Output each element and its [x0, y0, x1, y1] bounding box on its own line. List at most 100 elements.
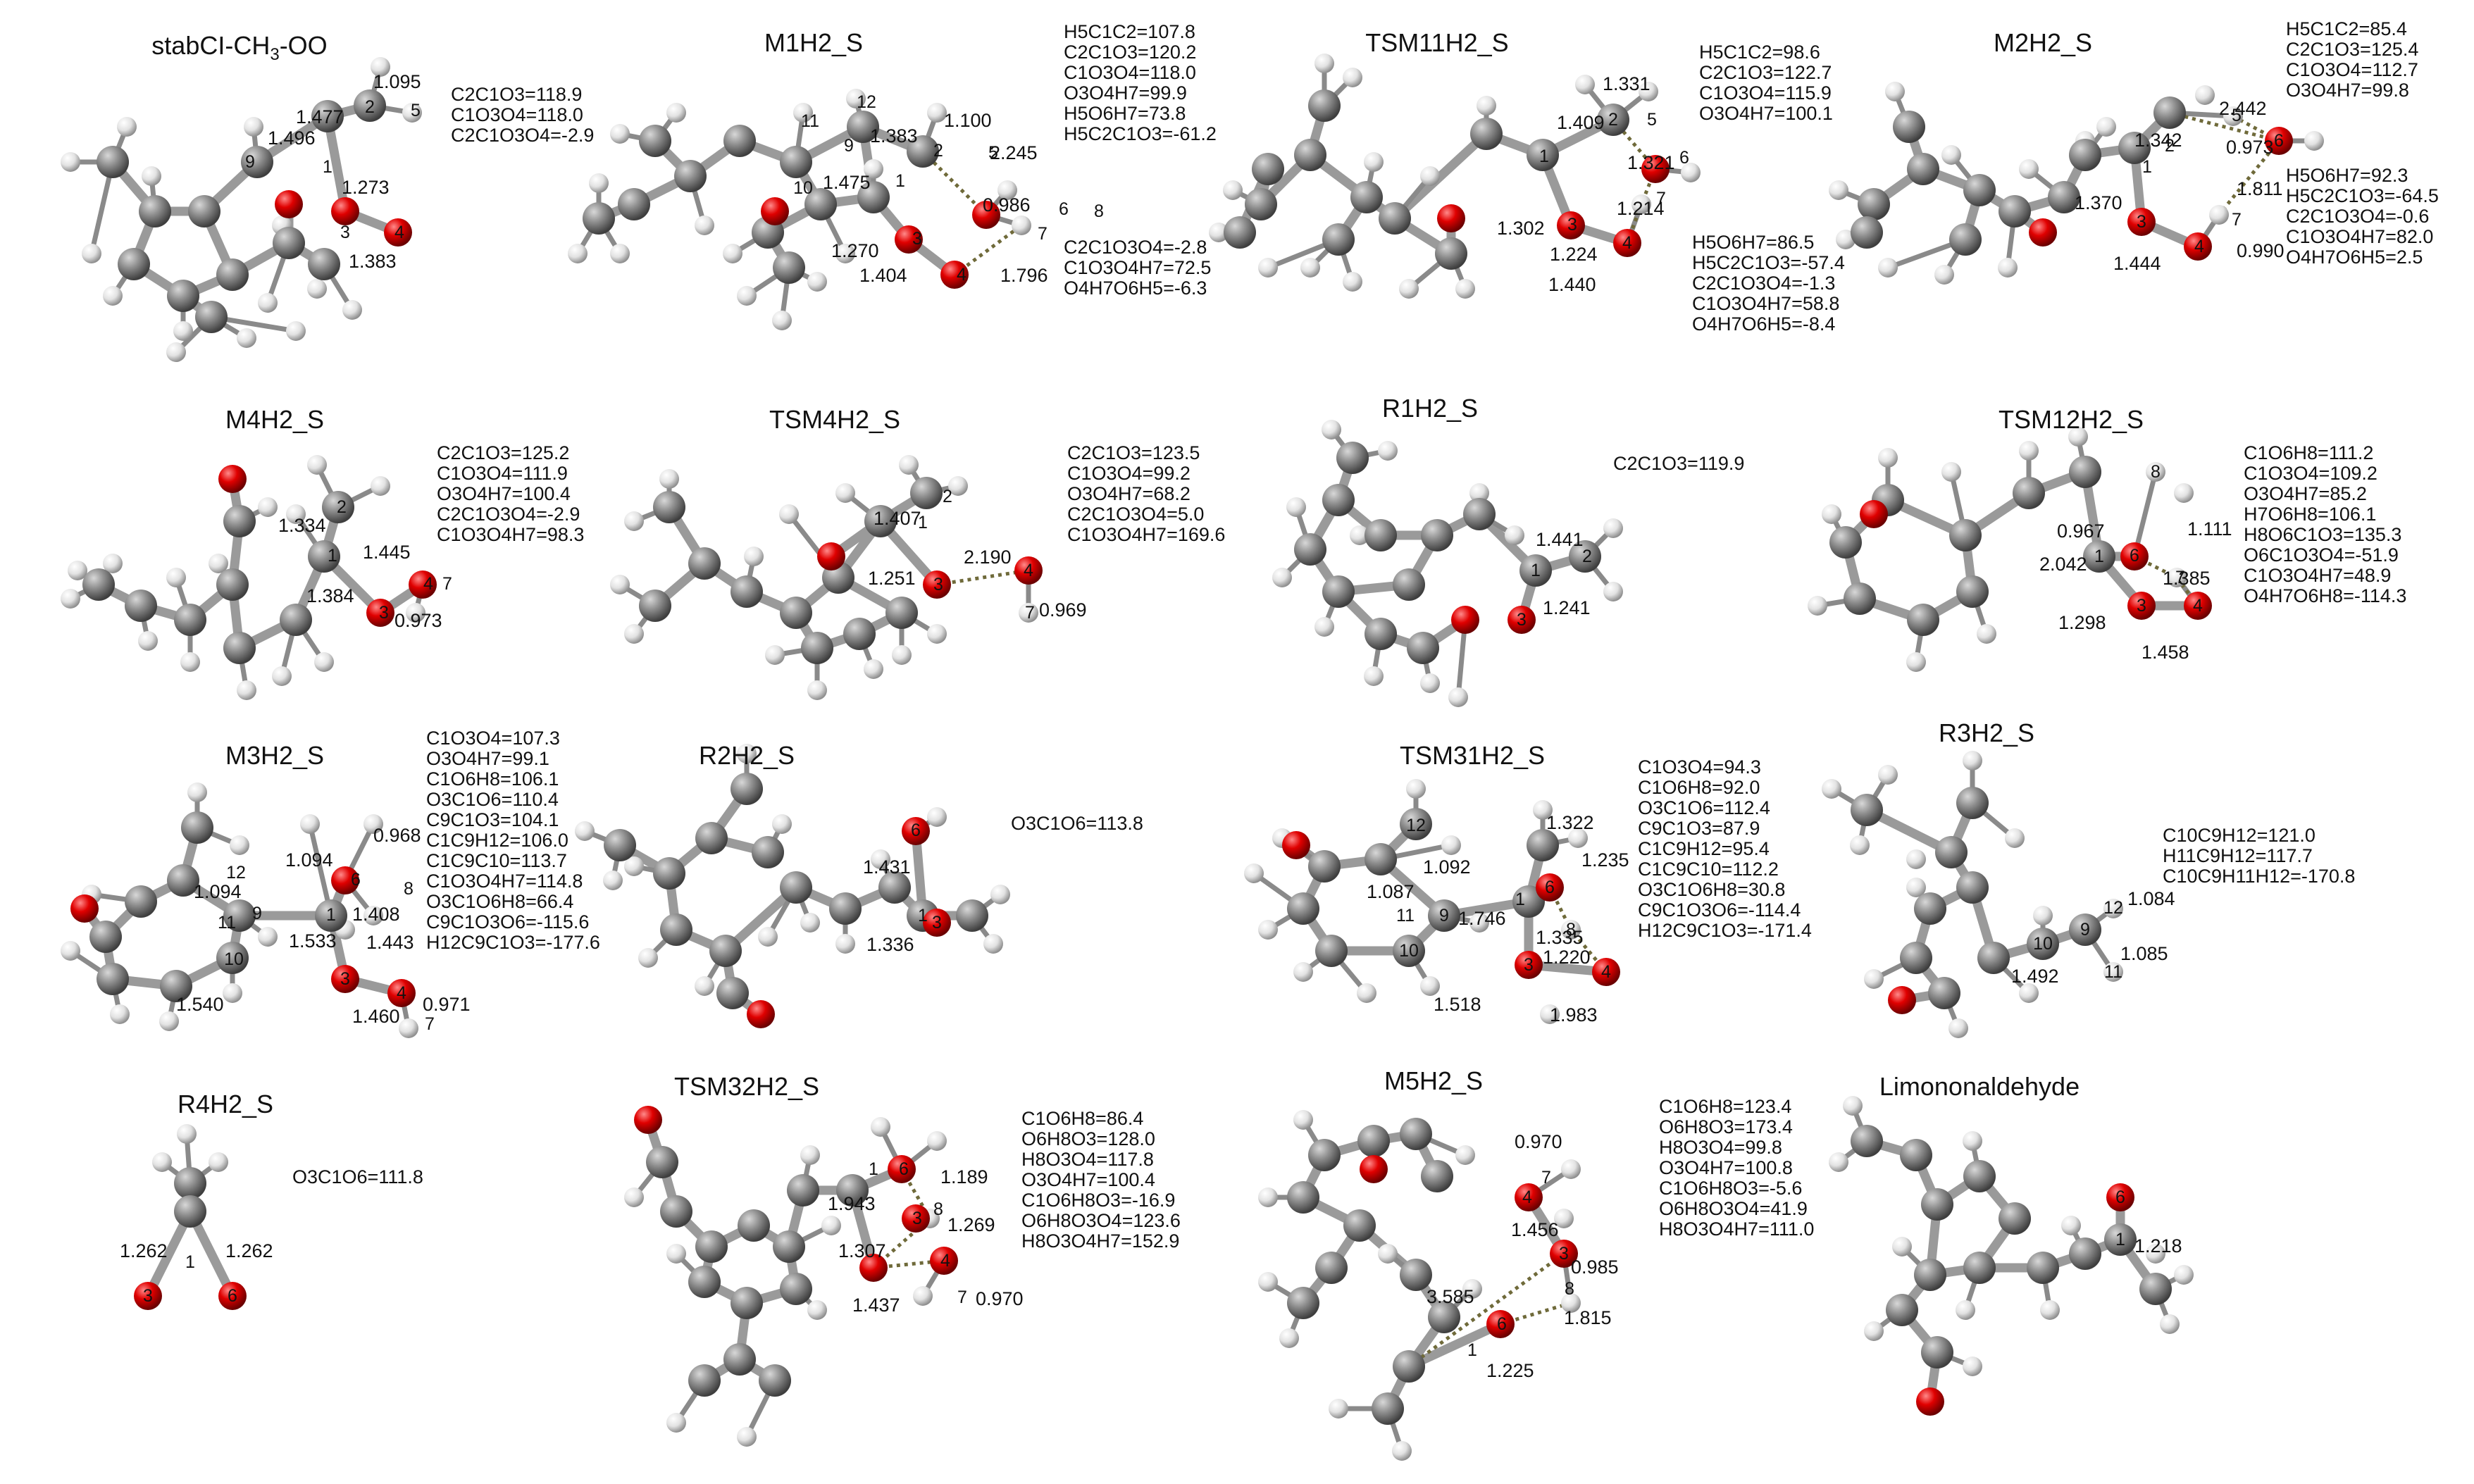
molecule-model [61, 455, 437, 700]
geometry-parameter: O3O4H7=99.1 [426, 748, 549, 769]
hydrogen-atom [152, 1152, 172, 1172]
carbon-atom [780, 597, 812, 629]
hydrogen-atom [846, 89, 866, 108]
geometry-parameter: C2C1O3=125.4 [2286, 39, 2418, 60]
atom-number-label: 1 [1467, 1340, 1477, 1360]
hydrogen-atom [624, 624, 644, 644]
hydrogen-atom [1963, 1131, 1982, 1151]
bond-length-label: 1.225 [1486, 1360, 1534, 1381]
hydrogen-atom [1343, 272, 1362, 292]
hydrogen-atom [138, 631, 158, 651]
hydrogen-atom [1540, 1004, 1560, 1024]
geometry-parameter: C1O3O4=99.2 [1067, 463, 1191, 484]
bond-length-label: 1.224 [1550, 244, 1598, 265]
hydrogen-atom [1378, 1244, 1398, 1264]
hydrogen-atom [2223, 106, 2243, 126]
geometry-parameter: C2C1O3=118.9 [451, 84, 582, 105]
carbon-atom [695, 1230, 728, 1263]
hydrogen-atom [1906, 849, 1926, 869]
hydrogen-atom [1462, 1279, 1482, 1299]
molecule-model [61, 782, 418, 1038]
hydrogen-atom [1843, 1096, 1863, 1116]
molecule-model [1209, 54, 1701, 299]
hydrogen-atom [142, 166, 161, 186]
oxygen-atom [331, 866, 359, 894]
geometry-parameter: C2C1O3O4=-1.3 [1692, 273, 1835, 294]
bond-length-label: 1.241 [1543, 597, 1591, 618]
atom-number-label: 4 [394, 223, 404, 242]
hydrogen-atom [1223, 180, 1243, 200]
carbon-atom [1393, 935, 1425, 967]
hydrogen-atom [1258, 920, 1278, 940]
hydrogen-atom [695, 216, 714, 235]
hydrogen-atom [1279, 1328, 1299, 1348]
hydrogen-atom [1293, 962, 1313, 982]
hydrogen-atom [913, 1286, 933, 1306]
bond-length-label: 1.477 [296, 106, 344, 127]
atom-number-label: 1 [1531, 561, 1541, 580]
hydrogen-atom [117, 117, 137, 137]
atom-number-label: 7 [425, 1014, 435, 1034]
hydrogen-atom [1448, 687, 1468, 707]
hydrogen-atom [800, 1145, 820, 1165]
geometry-parameter: C1O3O4=112.7 [2286, 59, 2418, 80]
geometry-parameter: O3O4H7=85.2 [2244, 483, 2367, 504]
carbon-atom [885, 597, 918, 629]
oxygen-atom [1451, 606, 1479, 634]
carbon-atom [1470, 118, 1503, 150]
atom-number-label: 3 [1559, 1244, 1569, 1264]
carbon-atom [118, 248, 150, 280]
atom-number-label: 2 [1582, 547, 1592, 566]
carbon-atom [843, 618, 876, 650]
hydrogen-atom [744, 547, 764, 566]
hydrogen-atom [2019, 983, 2039, 1003]
carbon-atom [2083, 540, 2115, 573]
carbon-atom [2104, 1223, 2137, 1256]
hydrogen-atom [1829, 180, 1848, 200]
carbon-atom [1829, 526, 1862, 559]
geometry-parameter: O4H7O6H5=-8.4 [1692, 313, 1835, 335]
geometry-parameter: C10C9H11H12=-170.8 [2163, 866, 2355, 887]
hydrogen-atom [2019, 159, 2039, 179]
hydrogen-atom [807, 1300, 827, 1320]
hydrogen-atom [1561, 1293, 1581, 1313]
bond-length-label: 1.092 [1423, 856, 1471, 878]
hydrogen-atom [1019, 603, 1038, 623]
atom-number-label: 4 [940, 1251, 950, 1271]
hydrogen-atom [2174, 1265, 2194, 1285]
bond-length-label: 1.811 [2237, 178, 2283, 199]
carbon-atom [1844, 582, 1876, 615]
bond-length-label: 1.437 [852, 1295, 900, 1316]
hydrogen-atom [286, 504, 306, 524]
oxygen-atom [747, 1000, 775, 1028]
hydrogen-atom [1364, 152, 1384, 172]
atom-number-label: 12 [226, 863, 246, 883]
carbon-atom [674, 160, 707, 192]
atom-number-label: 7 [1656, 189, 1666, 208]
hydrogen-atom [1533, 800, 1553, 820]
atom-number-label: 3 [933, 575, 943, 594]
hydrogen-atom [983, 934, 1003, 954]
atom-number-label: 9 [252, 904, 262, 923]
hydrogen-atom [772, 814, 792, 834]
oxygen-atom [761, 197, 789, 225]
hydrogen-atom [1836, 230, 1856, 249]
carbon-atom [723, 1343, 756, 1376]
bond-length-label: 0.986 [983, 194, 1031, 216]
carbon-atom [1357, 1125, 1390, 1157]
bond-length-label: 1.100 [944, 110, 992, 131]
hydrogen-atom [610, 124, 630, 144]
atom-number-label: 3 [912, 1209, 922, 1228]
carbon-atom [1949, 519, 1982, 551]
hydrogen-atom [307, 279, 327, 299]
atom-number-label: 8 [933, 1199, 943, 1219]
carbon-atom [836, 1174, 869, 1206]
carbon-atom [1343, 1209, 1376, 1242]
oxygen-atom [1515, 1183, 1543, 1211]
carbon-atom [857, 181, 890, 213]
carbon-atom [1527, 139, 1559, 171]
hydrogen-atom [2174, 483, 2194, 503]
carbon-atom [752, 836, 784, 868]
hydrogen-atom [300, 814, 320, 834]
geometry-parameter: O3O4H7=99.9 [1064, 82, 1187, 104]
